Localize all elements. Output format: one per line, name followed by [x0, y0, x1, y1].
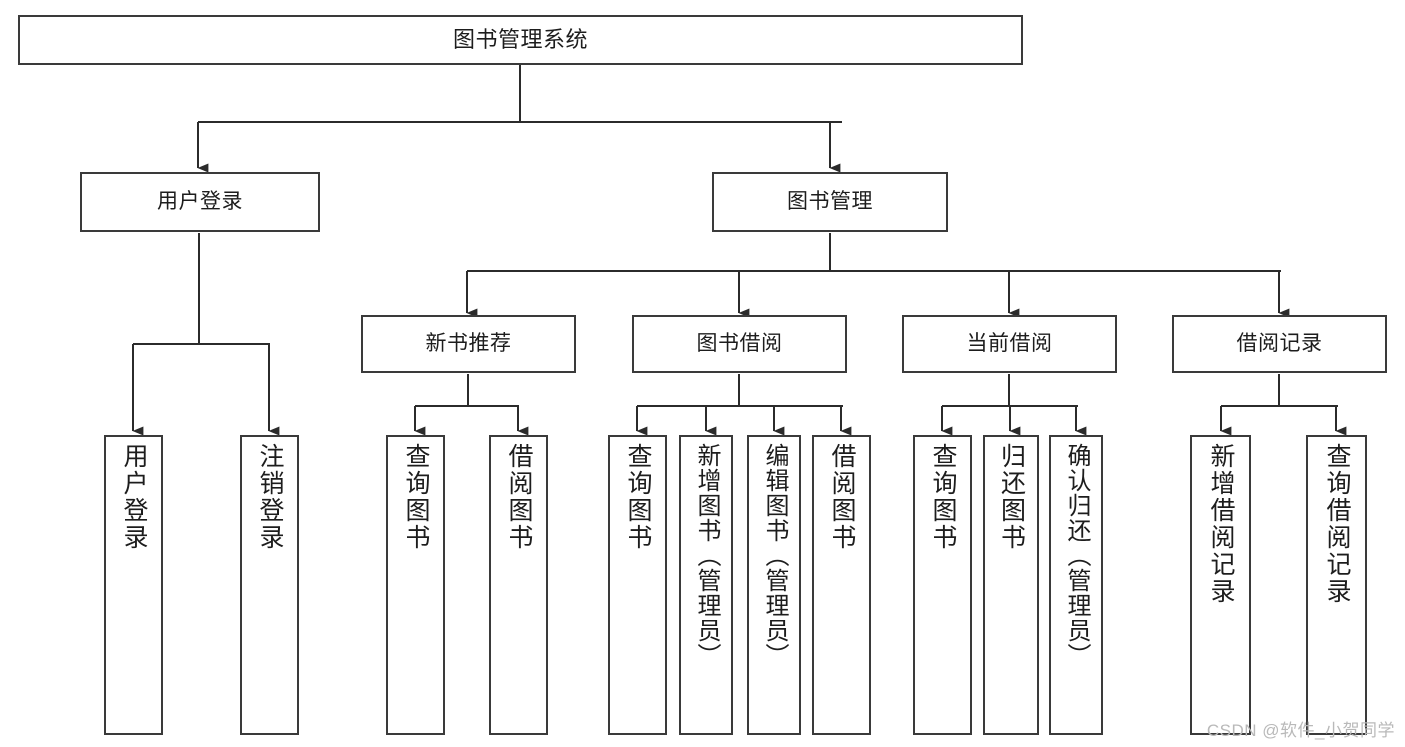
- node-leaf-return-book[interactable]: 归还图书: [983, 435, 1039, 735]
- node-new-book-rec[interactable]: 新书推荐: [361, 315, 576, 373]
- node-leaf-query-book-a[interactable]: 查询图书: [386, 435, 445, 735]
- node-root[interactable]: 图书管理系统: [18, 15, 1023, 65]
- node-leaf-query-book-c[interactable]: 查询图书: [913, 435, 972, 735]
- node-root-label: 图书管理系统: [452, 27, 588, 53]
- node-leaf-add-book[interactable]: 新增图书（管理员）: [679, 435, 733, 735]
- node-current-borrow[interactable]: 当前借阅: [902, 315, 1117, 373]
- node-book-manage[interactable]: 图书管理: [712, 172, 948, 232]
- node-leaf-user-login-label: 用户登录: [120, 443, 148, 551]
- node-leaf-borrow-book-b[interactable]: 借阅图书: [812, 435, 871, 735]
- node-leaf-query-book-a-label: 查询图书: [402, 443, 430, 551]
- node-new-book-rec-label: 新书推荐: [425, 331, 512, 355]
- node-leaf-logout[interactable]: 注销登录: [240, 435, 299, 735]
- node-user-login[interactable]: 用户登录: [80, 172, 320, 232]
- node-leaf-query-book-b-label: 查询图书: [624, 443, 652, 551]
- node-leaf-user-login[interactable]: 用户登录: [104, 435, 163, 735]
- node-leaf-edit-book[interactable]: 编辑图书（管理员）: [747, 435, 801, 735]
- node-leaf-query-record[interactable]: 查询借阅记录: [1306, 435, 1367, 735]
- node-leaf-confirm-return[interactable]: 确认归还（管理员）: [1049, 435, 1103, 735]
- node-leaf-add-record-label: 新增借阅记录: [1207, 443, 1235, 605]
- node-leaf-borrow-book-a[interactable]: 借阅图书: [489, 435, 548, 735]
- node-book-borrow[interactable]: 图书借阅: [632, 315, 847, 373]
- node-leaf-logout-label: 注销登录: [256, 443, 284, 551]
- node-leaf-add-record[interactable]: 新增借阅记录: [1190, 435, 1251, 735]
- node-book-borrow-label: 图书借阅: [696, 331, 783, 355]
- node-borrow-record-label: 借阅记录: [1236, 331, 1323, 355]
- node-leaf-borrow-book-a-label: 借阅图书: [505, 443, 533, 551]
- node-borrow-record[interactable]: 借阅记录: [1172, 315, 1387, 373]
- node-leaf-return-book-label: 归还图书: [997, 443, 1026, 551]
- node-leaf-query-record-label: 查询借阅记录: [1323, 443, 1351, 605]
- node-leaf-confirm-return-label: 确认归还（管理员）: [1063, 443, 1090, 668]
- node-user-login-label: 用户登录: [157, 189, 243, 213]
- node-current-borrow-label: 当前借阅: [966, 331, 1053, 355]
- node-leaf-query-book-b[interactable]: 查询图书: [608, 435, 667, 735]
- node-book-manage-label: 图书管理: [787, 189, 873, 213]
- node-leaf-query-book-c-label: 查询图书: [929, 443, 957, 551]
- node-leaf-add-book-label: 新增图书（管理员）: [693, 443, 720, 668]
- node-leaf-edit-book-label: 编辑图书（管理员）: [761, 443, 788, 668]
- node-leaf-borrow-book-b-label: 借阅图书: [828, 443, 856, 551]
